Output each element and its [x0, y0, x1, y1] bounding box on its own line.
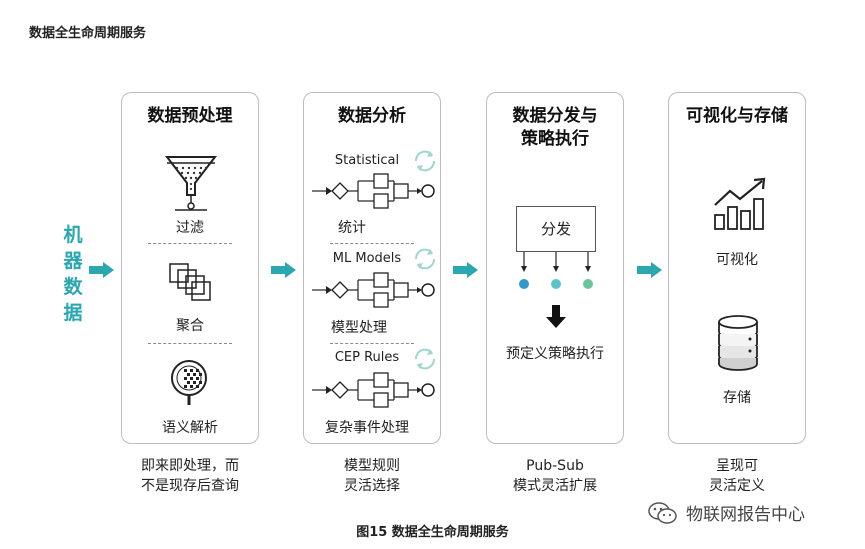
caption-line: 模式灵活扩展 [513, 478, 597, 494]
cycle-icon [414, 150, 436, 172]
filter-funnel-icon [164, 156, 218, 211]
watermark-text: 物联网报告中心 [686, 505, 805, 525]
bar-chart-trend-icon [714, 177, 766, 230]
machine-data-label: 机 器 数 据 [60, 222, 86, 326]
flow-arrow-icon [637, 262, 662, 278]
flow-arrow-icon [89, 262, 114, 278]
subscriber-dot [551, 279, 561, 289]
page-title: 数据全生命周期服务 [29, 26, 147, 41]
figure-caption: 图15 数据全生命周期服务 [356, 525, 509, 540]
database-icon [718, 315, 758, 371]
side-label-char: 据 [63, 302, 83, 324]
subscriber-dot [583, 279, 593, 289]
side-label-char: 机 [63, 224, 83, 246]
panel-distribution: 数据分发与 策略执行 分发 预定义策略执行 [486, 92, 624, 444]
filter-label: 过滤 [176, 220, 204, 236]
workflow-diagram-icon [312, 272, 435, 308]
cycle-icon [414, 348, 436, 370]
caption-line: Pub-Sub [526, 458, 584, 474]
panel-visualization-storage: 可视化与存储 可视化 存储 [668, 92, 806, 444]
panel-caption: 呈现可 灵活定义 [657, 456, 817, 496]
distribute-box: 分发 [516, 206, 596, 252]
panel-title: 可视化与存储 [686, 106, 788, 126]
storage-label: 存储 [723, 390, 751, 406]
panel-title-line: 数据分发与 [512, 106, 598, 126]
side-label-char: 数 [63, 276, 83, 298]
flow-arrow-icon [453, 262, 478, 278]
semantic-parse-label: 语义解析 [162, 420, 218, 436]
cep-rules-name: CEP Rules [334, 350, 400, 365]
watermark: 物联网报告中心 [648, 500, 805, 525]
panel-title: 数据分发与 策略执行 [487, 105, 623, 151]
workflow-diagram-icon [312, 372, 435, 408]
caption-line: 灵活选择 [344, 478, 400, 494]
predefined-policy-label: 预定义策略执行 [506, 346, 604, 362]
panel-preprocessing: 数据预处理 过滤 聚合 语义解析 [121, 92, 259, 444]
caption-line: 灵活定义 [709, 478, 765, 494]
caption-line: 不是现存后查询 [141, 478, 239, 494]
visualization-label: 可视化 [716, 252, 758, 268]
statistical-label: 统计 [338, 220, 366, 236]
caption-line: 即来即处理，而 [141, 458, 239, 474]
down-arrow-icon [546, 305, 566, 328]
divider [148, 343, 232, 344]
side-label-char: 器 [63, 250, 83, 272]
wechat-icon [648, 501, 677, 524]
cep-label: 复杂事件处理 [325, 420, 409, 436]
ml-models-label: 模型处理 [331, 320, 387, 336]
workflow-diagram-icon [312, 173, 435, 209]
divider [330, 243, 414, 244]
flow-arrow-icon [271, 262, 296, 278]
subscriber-dot [519, 279, 529, 289]
aggregate-label: 聚合 [176, 318, 204, 334]
cycle-icon [414, 248, 436, 270]
caption-line: 模型规则 [344, 458, 400, 474]
caption-line: 呈现可 [716, 458, 758, 474]
semantic-parse-icon [171, 360, 207, 405]
panel-title-line: 策略执行 [521, 129, 589, 149]
panel-title: 数据预处理 [147, 106, 233, 126]
divider [148, 243, 232, 244]
ml-models-name: ML Models [332, 251, 402, 266]
panel-caption: Pub-Sub 模式灵活扩展 [475, 456, 635, 496]
panel-title: 数据分析 [338, 106, 406, 126]
panel-caption: 即来即处理，而 不是现存后查询 [110, 456, 270, 496]
panel-caption: 模型规则 灵活选择 [292, 456, 452, 496]
aggregate-squares-icon [169, 263, 211, 301]
distribute-arrows [521, 252, 591, 272]
panel-analysis: 数据分析 Statistical 统计 ML Models [303, 92, 441, 444]
divider [330, 343, 414, 344]
statistical-name: Statistical [334, 153, 400, 168]
